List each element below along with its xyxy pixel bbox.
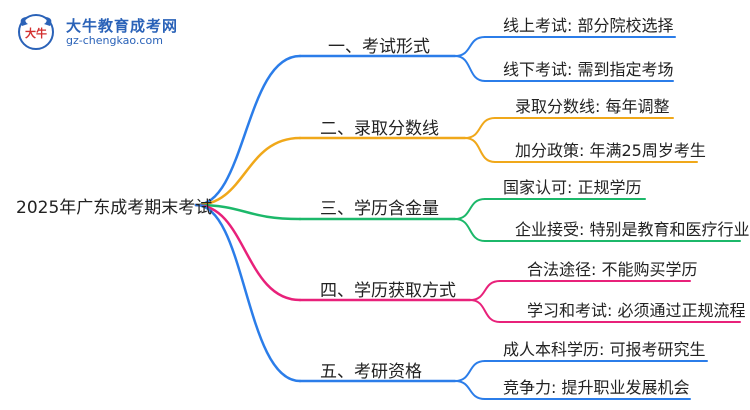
branch-4-label: 四、学历获取方式 (320, 281, 456, 301)
logo-name: 大牛教育成考网 (66, 17, 179, 35)
branch-4-leaf-1: 合法途径: 不能购买学历 (527, 260, 698, 279)
branch-3-curve (194, 203, 302, 221)
branch-3-leaf-1: 国家认可: 正规学历 (503, 178, 642, 197)
logo-mark-text: 大牛 (25, 26, 47, 40)
branch-4-leaf-1-curve (469, 280, 501, 301)
branch-2-leaf-2: 加分政策: 年满25周岁考生 (515, 141, 706, 160)
branch-5-leaf-1: 成人本科学历: 可报考研究生 (503, 340, 706, 359)
branch-2-curve (194, 136, 302, 207)
branch-2-leaf-2-curve (464, 137, 496, 163)
branch-4-curve (194, 203, 302, 302)
branch-1-curve (194, 54, 302, 207)
logo-url: gz-chengkao.com (66, 34, 163, 47)
branch-1-leaf-1-curve (454, 36, 486, 57)
branch-1-leaf-2: 线下考试: 需到指定考场 (503, 60, 674, 79)
branch-3-label: 三、学历含金量 (320, 199, 439, 219)
branch-3-leaf-2: 企业接受: 特别是教育和医疗行业 (515, 220, 750, 239)
branch-1-leaf-2-curve (454, 55, 486, 82)
branch-2-label: 二、录取分数线 (320, 119, 439, 139)
branch-3-leaf-1-curve (454, 198, 486, 220)
root-topic: 2025年广东成考期末考试 (16, 198, 213, 218)
bull-logo-icon: 大牛 (18, 14, 54, 50)
branch-2-leaf-1: 录取分数线: 每年调整 (515, 97, 670, 116)
branch-3-leaf-2-curve (454, 218, 486, 242)
branch-4-leaf-2-curve (469, 299, 501, 323)
branch-5-curve (194, 203, 302, 383)
branch-1-leaf-1: 线上考试: 部分院校选择 (503, 16, 674, 35)
branch-2-leaf-1-curve (464, 117, 496, 139)
branch-5-leaf-1-curve (454, 360, 486, 382)
branch-5-leaf-2: 竞争力: 提升职业发展机会 (503, 378, 690, 397)
branch-5-leaf-2-curve (454, 380, 486, 400)
branch-5-label: 五、考研资格 (320, 362, 422, 382)
branch-1-label: 一、考试形式 (328, 37, 430, 57)
site-logo[interactable]: 大牛 大牛教育成考网 gz-chengkao.com (16, 12, 196, 52)
branch-4-leaf-2: 学习和考试: 必须通过正规流程 (527, 301, 746, 320)
